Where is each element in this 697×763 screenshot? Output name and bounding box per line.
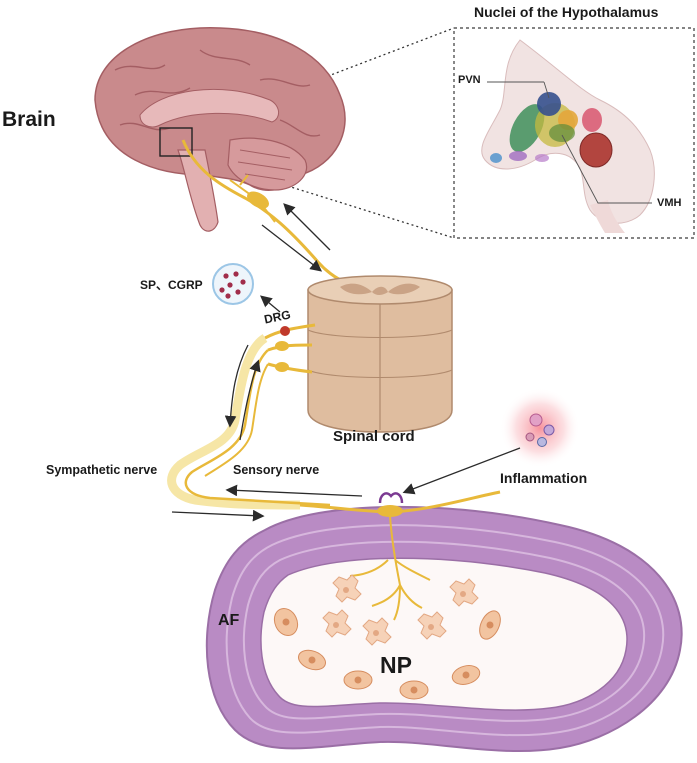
arrow-sympathetic	[171, 509, 265, 522]
np-label: NP	[380, 652, 412, 678]
stalk	[590, 200, 625, 233]
arrow-ascending	[283, 203, 331, 251]
pvn-leader-line-2	[543, 81, 550, 99]
nucleus-purple	[509, 151, 527, 161]
nucleus-pink	[582, 108, 602, 132]
arrow-descending	[261, 224, 323, 272]
hypothalamus-inset	[453, 27, 695, 239]
inflammation-label: Inflammation	[500, 470, 588, 486]
drg-nerves	[167, 323, 331, 510]
brain-descending-nerve	[181, 139, 346, 284]
vmh-leader-line	[561, 134, 652, 204]
arrow-inflammation	[402, 447, 521, 495]
drg-ganglion	[280, 326, 290, 336]
nucleus-green	[509, 104, 545, 152]
arrow-release	[260, 295, 281, 313]
brain-illustration	[94, 27, 346, 232]
af-label: AF	[218, 612, 240, 629]
sensory-nerve-label: Sensory nerve	[233, 463, 320, 477]
inflammation	[500, 388, 580, 468]
nucleus-vmh	[549, 124, 575, 142]
brain-neuron-body	[247, 191, 269, 209]
np-cells	[273, 574, 501, 700]
nucleus-lavender	[535, 154, 549, 162]
nucleus-mamillary	[579, 132, 613, 168]
spinal-cord	[307, 275, 453, 433]
brain-label: Brain	[2, 108, 56, 131]
receptor	[378, 492, 404, 504]
sp-cgrp-vesicle	[212, 263, 254, 305]
disc-neuron-body	[377, 505, 403, 517]
arrow-up-nerve	[239, 359, 261, 441]
nucleus-pvn	[537, 92, 561, 116]
hypothalamus-title: Nuclei of the Hypothalamus	[474, 4, 659, 20]
np-core	[260, 557, 628, 711]
spinal-cord-label: Spinal cord	[333, 428, 415, 445]
arrow-down-nerve	[224, 344, 249, 428]
nucleus-blue	[490, 153, 502, 163]
arrow-sensory	[225, 484, 363, 497]
sympathetic-nerve-label: Sympathetic nerve	[46, 463, 158, 477]
sp-cgrp-label: SP、CGRP	[140, 278, 203, 292]
hypothalamus-box	[159, 127, 193, 157]
vmh-label: VMH	[657, 197, 682, 209]
pvn-label: PVN	[458, 74, 481, 86]
